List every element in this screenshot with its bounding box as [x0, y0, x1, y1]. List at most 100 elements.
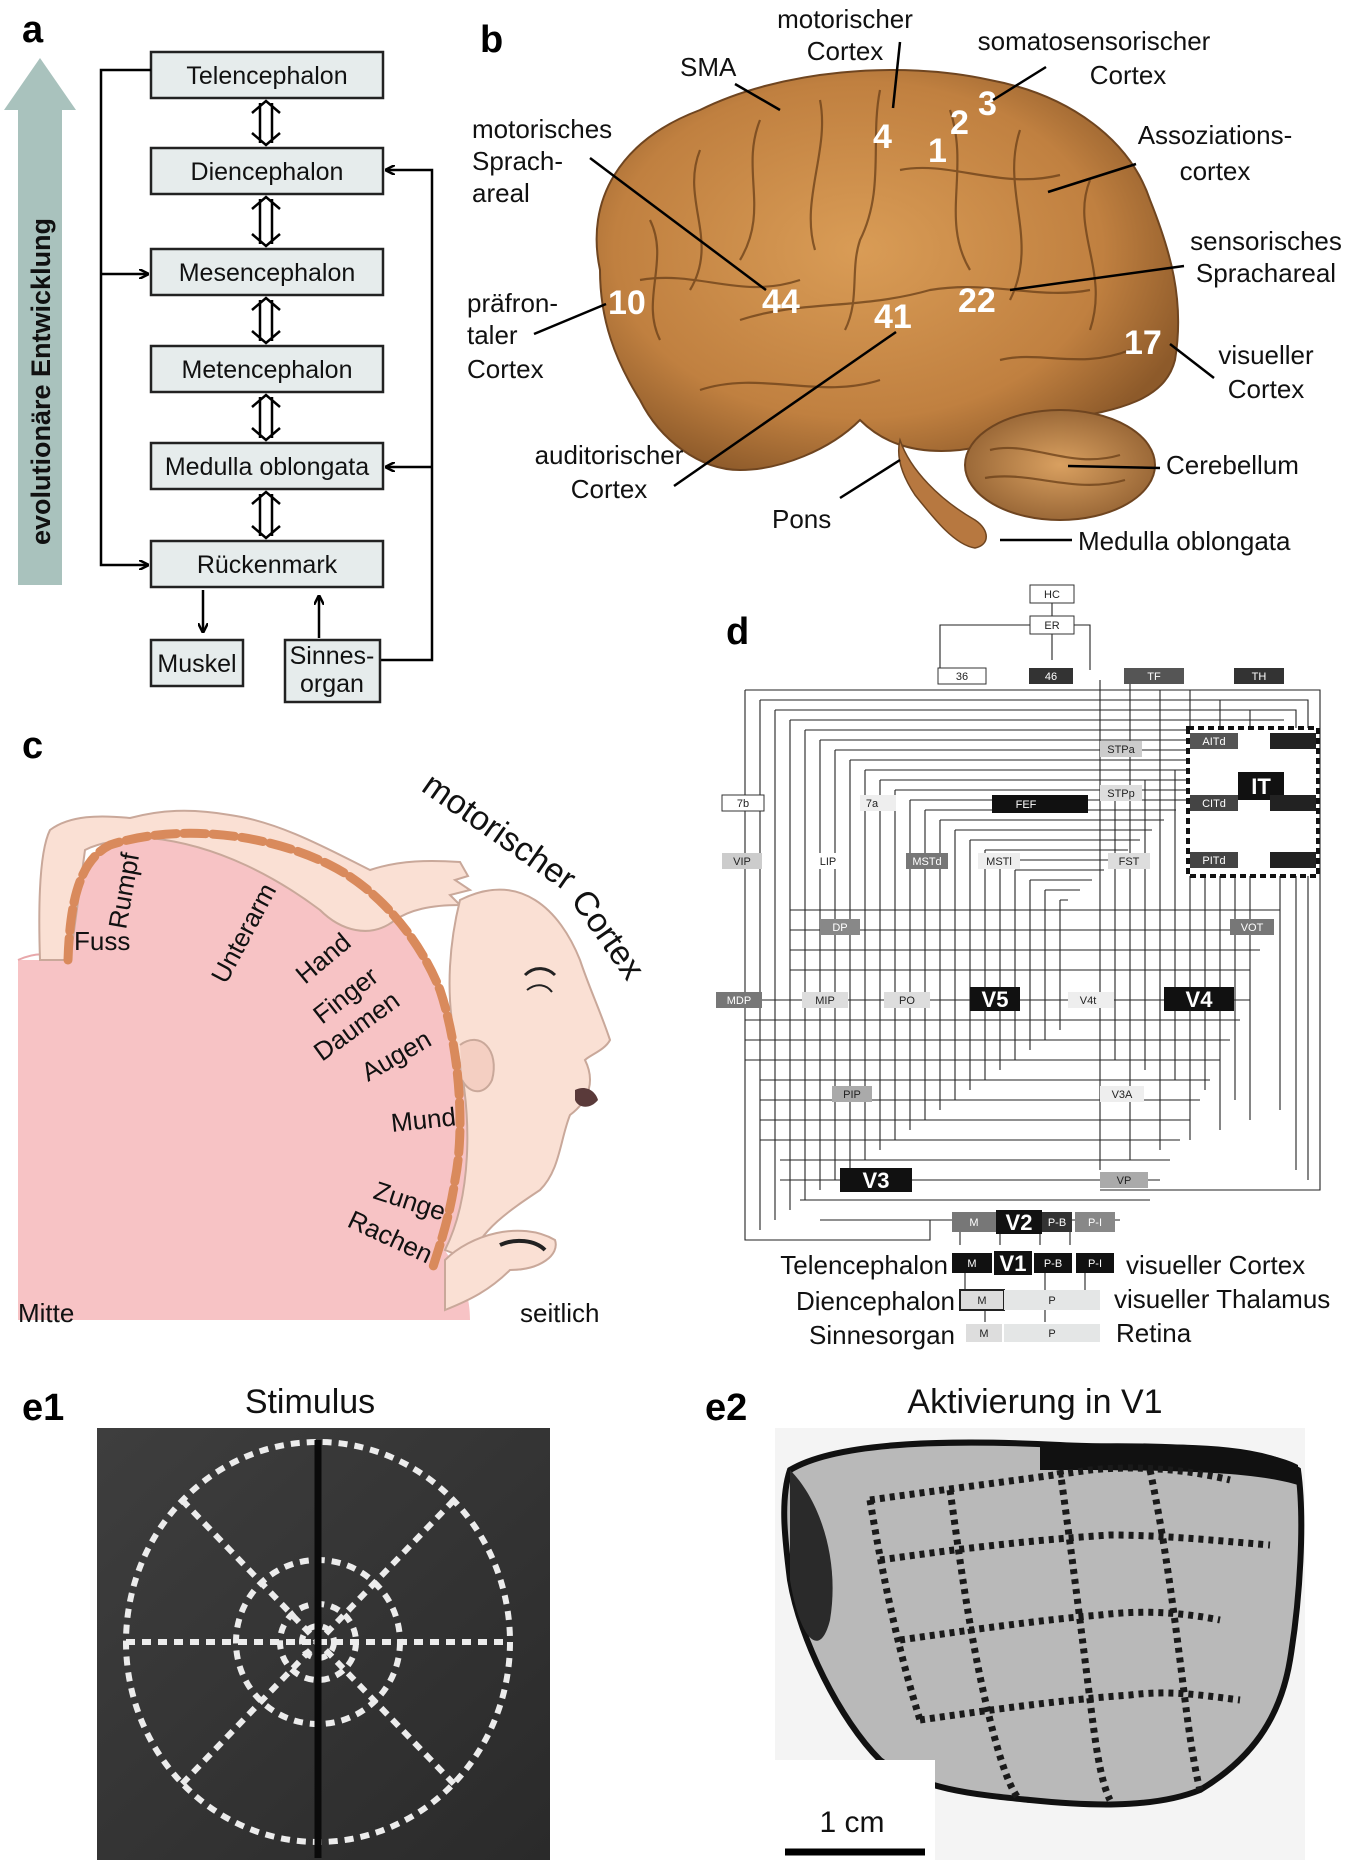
body-part-fuss: Fuss: [74, 926, 130, 956]
box-medulla: [149, 441, 385, 491]
label-praefrontaler-cortex-1: präfron-: [467, 288, 558, 318]
panel-label-b: b: [480, 19, 503, 61]
brain-cerebellum: [964, 409, 1156, 521]
area-number-2: 2: [950, 104, 969, 142]
area-vip-label: VIP: [733, 856, 751, 868]
activation-title: Aktivierung in V1: [907, 1383, 1162, 1421]
box-mesencephalon-label: Mesencephalon: [179, 259, 356, 287]
area-vp: [1100, 1172, 1148, 1188]
area-tf: [1124, 668, 1184, 684]
area-number-4: 4: [873, 118, 892, 156]
retina-p: [1004, 1324, 1100, 1342]
label-praefrontaler-cortex-3: Cortex: [467, 354, 544, 384]
area-v1-m: [952, 1253, 992, 1273]
body-part-mund: Mund: [389, 1101, 457, 1138]
label-somatosensorischer-2: Cortex: [1090, 60, 1167, 90]
level-visueller-thalamus: visueller Thalamus: [1114, 1284, 1330, 1314]
area-fef-label: FEF: [1016, 799, 1037, 811]
area-v5-label: V5: [982, 987, 1009, 1012]
retina-p-label: P: [1048, 1328, 1055, 1340]
retina-m: [966, 1324, 1002, 1342]
label-assoziationscortex-2: cortex: [1180, 156, 1251, 186]
cortex-section: [18, 825, 470, 1320]
activation-stripes: [866, 1464, 1271, 1803]
area-number-22: 22: [958, 282, 996, 320]
retina-m-label: M: [979, 1328, 988, 1340]
label-motorischer-cortex-2: Cortex: [807, 36, 884, 66]
level-retina: Retina: [1116, 1318, 1192, 1348]
area-mip-label: MIP: [815, 995, 835, 1007]
area-pitd-label: PITd: [1202, 855, 1225, 867]
box-metencephalon-label: Metencephalon: [182, 356, 353, 384]
area-v1-pb-label: P-B: [1044, 1258, 1062, 1270]
area-number-1: 1: [928, 132, 947, 170]
area-citd: [1190, 795, 1238, 811]
homunculus-ear: [459, 1039, 495, 1093]
scale-bar-area: [775, 1760, 935, 1860]
panel-label-e2: e2: [705, 1387, 747, 1429]
brain-cerebrum: [595, 69, 1180, 472]
area-v4t: [1068, 992, 1114, 1008]
area-mip: [802, 992, 848, 1008]
area-er-label: ER: [1044, 620, 1059, 632]
area-v1-label: V1: [1000, 1251, 1027, 1276]
area-lip-label: LIP: [820, 856, 837, 868]
area-v5: [970, 987, 1020, 1011]
homunculus-mouth: [575, 1088, 598, 1107]
area-36-label: 36: [956, 671, 968, 683]
area-mdp: [716, 992, 762, 1008]
area-v3a-label: V3A: [1112, 1089, 1133, 1101]
panel-b-leader-lines: [533, 41, 1215, 542]
level-telencephalon: Telencephalon: [780, 1250, 948, 1280]
area-v4t-label: V4t: [1080, 995, 1097, 1007]
thalamus-p-label: P: [1048, 1295, 1055, 1307]
area-v2-m-label: M: [969, 1217, 978, 1229]
box-metencephalon: [149, 344, 385, 394]
thalamus-m-label: M: [977, 1295, 986, 1307]
area-number-17: 17: [1124, 324, 1162, 362]
label-visueller-cortex-1: visueller: [1218, 340, 1314, 370]
panel-c: c motorischer Cortex Rumpf Fuss Unterarm…: [17, 725, 652, 1328]
box-muskel-label: Muskel: [157, 650, 236, 678]
area-7b-label: 7b: [737, 798, 749, 810]
label-pons: Pons: [772, 504, 831, 534]
panel-label-a: a: [22, 9, 44, 51]
panel-e1: e1 Stimulus: [22, 1383, 550, 1860]
label-somatosensorischer-1: somatosensorischer: [978, 26, 1211, 56]
label-sma: SMA: [680, 52, 737, 82]
area-v1: [994, 1251, 1032, 1275]
area-vot-label: VOT: [1241, 922, 1264, 934]
area-pip: [832, 1086, 872, 1102]
evolution-arrow: [4, 58, 76, 585]
level-sinnesorgan: Sinnesorgan: [809, 1320, 955, 1350]
area-mstd: [906, 853, 948, 869]
box-diencephalon: [149, 146, 385, 196]
label-cerebellum: Cerebellum: [1166, 450, 1299, 480]
homunculus-tongue: [444, 1229, 557, 1312]
area-aitd: [1190, 733, 1238, 749]
area-pitv: [1270, 852, 1316, 868]
area-mstl: [978, 853, 1020, 869]
area-hc-label: HC: [1044, 589, 1060, 601]
box-sinnesorgan-label-2: organ: [300, 670, 364, 698]
box-medulla-label: Medulla oblongata: [165, 453, 369, 481]
brain-sulci: [639, 89, 1131, 486]
area-number-44: 44: [762, 283, 800, 321]
efferent-line: [99, 68, 151, 565]
area-mdp-label: MDP: [727, 995, 751, 1007]
area-v2: [996, 1210, 1042, 1234]
area-v2-pb-label: P-B: [1048, 1217, 1066, 1229]
area-dp: [820, 919, 860, 935]
homunculus-eye: [523, 967, 557, 977]
scale-bar-label: 1 cm: [819, 1806, 884, 1839]
area-v1-pi: [1076, 1253, 1114, 1273]
area-36: [937, 667, 987, 685]
label-sensorisches-sprachareal-1: sensorisches: [1190, 226, 1342, 256]
area-th: [1234, 668, 1284, 684]
area-lip: [808, 853, 848, 869]
label-motorisches-sprachareal-1: motorisches: [472, 114, 612, 144]
brain-stem: [898, 437, 987, 549]
area-7a: [860, 795, 896, 811]
area-vp-label: VP: [1117, 1175, 1132, 1187]
